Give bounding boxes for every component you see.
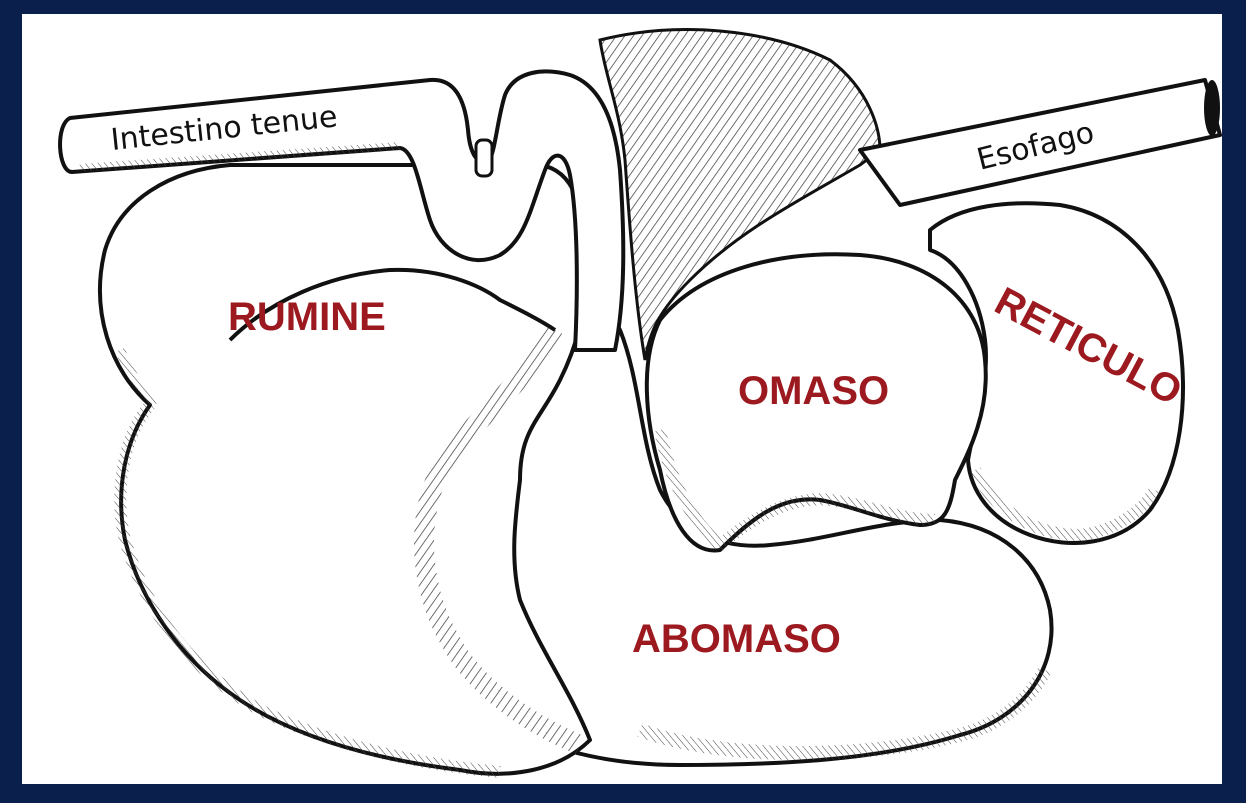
omasum-label: OMASO xyxy=(738,369,889,413)
rumen xyxy=(100,165,590,774)
rumen-label: RUMINE xyxy=(228,295,386,339)
abomasum-label: ABOMASO xyxy=(632,617,841,661)
